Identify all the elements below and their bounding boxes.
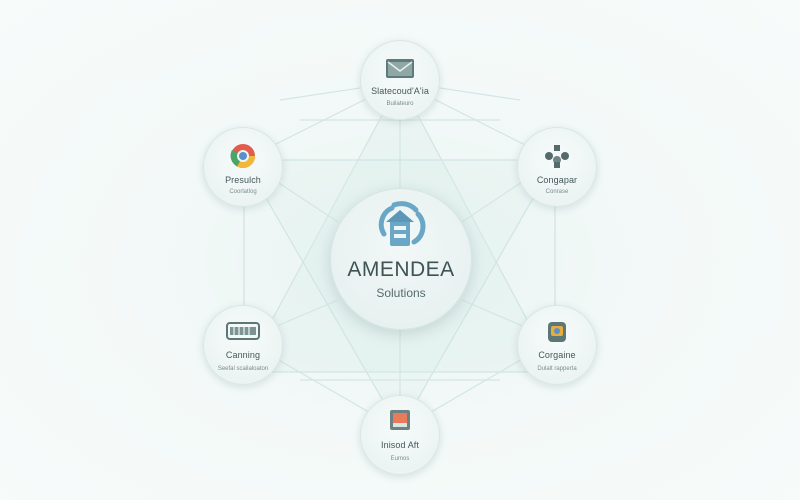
node-bottom[interactable]: Inisod Aft Eumos xyxy=(360,395,440,475)
device-icon xyxy=(548,322,566,342)
node-lower-left-title: Canning xyxy=(225,350,261,360)
node-upper-right-title: Congapar xyxy=(536,175,578,185)
gear-building-logo xyxy=(378,201,426,246)
server-icon xyxy=(226,322,260,340)
node-bottom-title: Inisod Aft xyxy=(380,440,420,450)
sharing-icon xyxy=(545,145,569,168)
hub-tagline: Solutions xyxy=(376,286,426,300)
node-upper-right[interactable]: Congapar Conrase xyxy=(517,127,597,207)
node-upper-left[interactable]: Presulch Coorlatlog xyxy=(203,127,283,207)
folder-icon xyxy=(386,59,414,78)
node-bottom-subtitle: Eumos xyxy=(390,456,410,462)
node-lower-right-title: Corgaine xyxy=(538,350,576,360)
node-upper-right-subtitle: Conrase xyxy=(545,189,569,195)
chrome-icon xyxy=(230,144,255,169)
node-lower-right[interactable]: Corgaine Dulalt rapperta xyxy=(517,305,597,385)
hub-node[interactable]: AMENDEA Solutions xyxy=(330,188,472,330)
node-lower-left-subtitle: Seefal scailaloaton xyxy=(217,366,269,372)
node-lower-left[interactable]: Canning Seefal scailaloaton xyxy=(203,305,283,385)
node-top-title: Slatecoud'A'ia xyxy=(371,86,429,96)
node-top[interactable]: Slatecoud'A'ia Builateuro xyxy=(360,40,440,120)
node-upper-left-title: Presulch xyxy=(225,175,261,185)
node-lower-right-subtitle: Dulalt rapperta xyxy=(537,366,577,372)
inbox-icon xyxy=(390,410,410,430)
node-top-subtitle: Builateuro xyxy=(386,101,414,107)
node-upper-left-subtitle: Coorlatlog xyxy=(229,189,257,195)
hub-brand-name: AMENDEA xyxy=(347,258,455,281)
